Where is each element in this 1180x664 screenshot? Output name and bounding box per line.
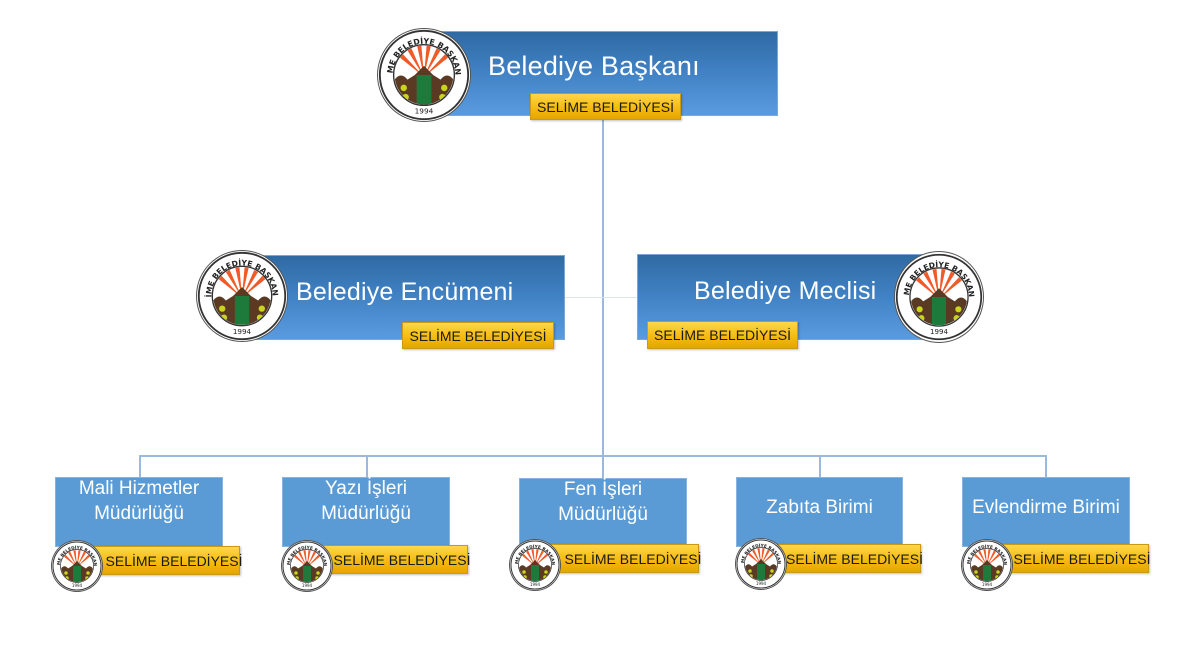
svg-text:1994: 1994 <box>930 327 948 336</box>
logo-emblem-icon: SELİME BELEDİYE BAŞKANLIĞI 1994 <box>895 252 983 341</box>
node-mali-hizmetler[interactable]: Mali Hizmetler Müdürlüğü <box>55 477 223 547</box>
svg-text:1994: 1994 <box>415 107 434 116</box>
node-yazi-isleri[interactable]: Yazı İşleri Müdürlüğü <box>282 477 450 547</box>
node-title: Mali Hizmetler Müdürlüğü <box>78 478 200 524</box>
svg-text:1994: 1994 <box>982 582 993 587</box>
svg-text:1994: 1994 <box>233 327 252 336</box>
node-zabita-birimi[interactable]: Zabıta Birimi <box>736 477 903 547</box>
municipality-logo: SELİME BELEDİYE BAŞKANLIĞI 1994 <box>378 29 470 121</box>
connector-drop-1 <box>139 455 141 477</box>
svg-text:1994: 1994 <box>302 583 313 588</box>
municipality-logo: SELİME BELEDİYE BAŞKANLIĞI 1994 <box>736 539 786 589</box>
node-evlendirme-birimi[interactable]: Evlendirme Birimi <box>962 477 1130 547</box>
logo-emblem-icon: SELİME BELEDİYE BAŞKANLIĞI 1994 <box>736 539 786 589</box>
tag-selime-belediyesi: SELİME BELEDİYESİ <box>88 546 242 575</box>
connector-bottom-horizontal <box>139 455 1047 457</box>
svg-text:1994: 1994 <box>72 583 83 588</box>
municipality-logo: SELİME BELEDİYE BAŞKANLIĞI 1994 <box>282 541 332 591</box>
connector-drop-2 <box>366 455 368 477</box>
logo-emblem-icon: SELİME BELEDİYE BAŞKANLIĞI 1994 <box>962 540 1012 590</box>
logo-emblem-icon: SELİME BELEDİYE BAŞKANLIĞI 1994 <box>378 29 470 121</box>
svg-text:1994: 1994 <box>756 581 767 586</box>
logo-emblem-icon: SELİME BELEDİYE BAŞKANLIĞI 1994 <box>282 541 332 591</box>
tag-selime-belediyesi: SELİME BELEDİYESİ <box>547 544 701 573</box>
logo-emblem-icon: SELİME BELEDİYE BAŞKANLIĞI 1994 <box>197 251 287 341</box>
tag-selime-belediyesi: SELİME BELEDİYESİ <box>402 322 554 349</box>
tag-selime-belediyesi: SELİME BELEDİYESİ <box>530 93 681 120</box>
logo-emblem-icon: SELİME BELEDİYE BAŞKANLIĞI 1994 <box>52 541 102 591</box>
tag-selime-belediyesi: SELİME BELEDİYESİ <box>316 545 470 574</box>
node-title: Belediye Başkanı <box>488 51 700 81</box>
node-title: Zabıta Birimi <box>766 496 873 518</box>
municipality-logo: SELİME BELEDİYE BAŞKANLIĞI 1994 <box>510 540 560 590</box>
municipality-logo: SELİME BELEDİYE BAŞKANLIĞI 1994 <box>197 251 287 341</box>
tag-selime-belediyesi: SELİME BELEDİYESİ <box>647 321 798 349</box>
connector-drop-5 <box>1045 455 1047 477</box>
svg-text:1994: 1994 <box>530 582 541 587</box>
municipality-logo: SELİME BELEDİYE BAŞKANLIĞI 1994 <box>895 252 983 342</box>
connector-drop-3 <box>602 455 604 478</box>
node-title: Fen İşleri Müdürlüğü <box>558 479 648 525</box>
municipality-logo: SELİME BELEDİYE BAŞKANLIĞI 1994 <box>962 540 1012 590</box>
node-title: Belediye Meclisi <box>694 277 877 305</box>
connector-middle-horizontal <box>565 297 637 298</box>
logo-emblem-icon: SELİME BELEDİYE BAŞKANLIĞI 1994 <box>510 540 560 590</box>
node-title: Evlendirme Birimi <box>972 496 1120 518</box>
municipality-logo: SELİME BELEDİYE BAŞKANLIĞI 1994 <box>52 541 102 591</box>
connector-drop-4 <box>819 455 821 477</box>
tag-selime-belediyesi: SELİME BELEDİYESİ <box>768 544 923 573</box>
node-title: Yazı İşleri Müdürlüğü <box>321 478 411 524</box>
tag-selime-belediyesi: SELİME BELEDİYESİ <box>995 544 1150 573</box>
node-fen-isleri[interactable]: Fen İşleri Müdürlüğü <box>519 478 687 548</box>
node-title: Belediye Encümeni <box>296 278 514 306</box>
